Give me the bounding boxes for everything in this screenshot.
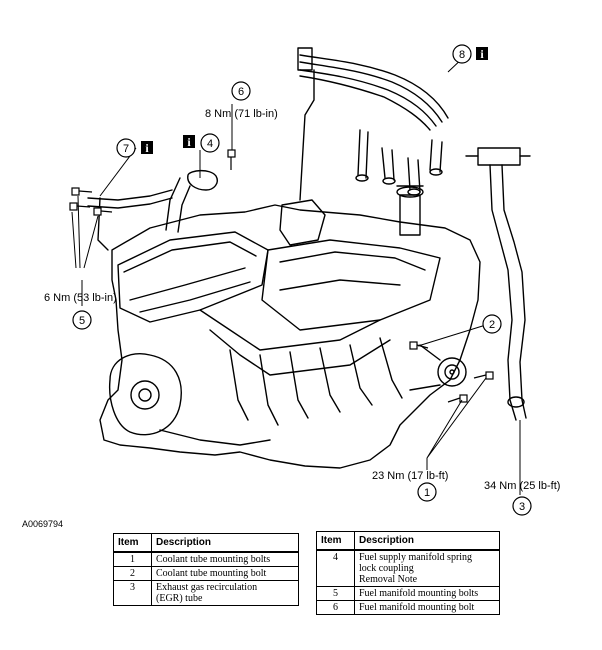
item-description: Fuel manifold mounting bolt xyxy=(354,600,500,615)
callout-8: 8 i xyxy=(452,44,488,64)
table-row: 5 Fuel manifold mounting bolts xyxy=(316,586,500,601)
table-row: 6 Fuel manifold mounting bolt xyxy=(316,600,500,615)
callout-2-number: 2 xyxy=(489,319,495,331)
item-description: Coolant tube mounting bolt xyxy=(151,566,299,581)
item-number: 4 xyxy=(316,549,355,587)
bolt-5b-icon xyxy=(71,187,93,196)
bolt-5c-icon xyxy=(93,207,113,216)
parts-table-right: Item Description 4 Fuel supply manifold … xyxy=(316,531,500,615)
bolt-1b-icon xyxy=(447,394,468,403)
item-number: 6 xyxy=(316,600,355,615)
callout-3: 34 Nm (25 lb-ft) 3 xyxy=(484,480,560,516)
item-description: Exhaust gas recirculation (EGR) tube xyxy=(151,580,299,606)
table-row: 4 Fuel supply manifold spring lock coupl… xyxy=(316,549,500,587)
callout-3-number: 3 xyxy=(519,501,525,513)
callout-5-torque: 6 Nm (53 lb-in) xyxy=(44,292,117,304)
bolt-1a-icon xyxy=(473,371,494,380)
leader-lines xyxy=(71,54,521,495)
callout-2: 2 xyxy=(482,314,502,334)
table-row: 1 Coolant tube mounting bolts xyxy=(113,551,299,567)
item-number: 2 xyxy=(113,566,152,581)
bolt-6-icon xyxy=(227,149,236,170)
callout-3-torque: 34 Nm (25 lb-ft) xyxy=(484,480,560,492)
callout-7: 7 i xyxy=(116,138,153,158)
callout-4: i 4 xyxy=(183,133,220,153)
callout-4-number: 4 xyxy=(207,138,213,150)
info-icon-glyph: i xyxy=(480,47,484,61)
callout-1-torque: 23 Nm (17 lb-ft) xyxy=(372,470,448,482)
item-number: 3 xyxy=(113,580,152,606)
item-number: 1 xyxy=(113,551,152,567)
callout-6: 6 8 Nm (71 lb-in) xyxy=(205,81,278,120)
column-header-item: Item xyxy=(316,531,355,551)
info-icon-glyph: i xyxy=(187,135,191,149)
table-header-row: Item Description xyxy=(316,531,500,551)
info-icon xyxy=(183,135,195,148)
engine-illustration xyxy=(87,47,531,469)
table-header-row: Item Description xyxy=(113,533,299,553)
column-header-description: Description xyxy=(151,533,299,553)
bolts xyxy=(69,149,494,403)
engine-exploded-diagram: 6 8 Nm (71 lb-in) i 4 7 i 8 i 6 Nm (53 l… xyxy=(44,44,560,516)
callout-5: 6 Nm (53 lb-in) 5 xyxy=(44,292,117,330)
callout-1: 23 Nm (17 lb-ft) 1 xyxy=(372,470,448,502)
item-description: Coolant tube mounting bolts xyxy=(151,551,299,567)
table-row: 3 Exhaust gas recirculation (EGR) tube xyxy=(113,580,299,606)
column-header-description: Description xyxy=(354,531,500,551)
callout-6-number: 6 xyxy=(238,86,244,98)
item-description: Fuel supply manifold spring lock couplin… xyxy=(354,549,500,587)
callout-8-number: 8 xyxy=(459,49,465,61)
info-icon xyxy=(476,47,488,60)
callout-5-number: 5 xyxy=(79,315,85,327)
table-row: 2 Coolant tube mounting bolt xyxy=(113,566,299,581)
parts-table-left: Item Description 1 Coolant tube mounting… xyxy=(113,533,299,606)
figure-id: A0069794 xyxy=(22,519,64,529)
callout-6-torque: 8 Nm (71 lb-in) xyxy=(205,108,278,120)
info-icon-glyph: i xyxy=(145,141,149,155)
callout-1-number: 1 xyxy=(424,487,430,499)
column-header-item: Item xyxy=(113,533,152,553)
bolt-5a-icon xyxy=(69,202,91,211)
item-description: Fuel manifold mounting bolts xyxy=(354,586,500,601)
callout-7-number: 7 xyxy=(123,143,129,155)
item-number: 5 xyxy=(316,586,355,601)
info-icon xyxy=(141,141,153,154)
